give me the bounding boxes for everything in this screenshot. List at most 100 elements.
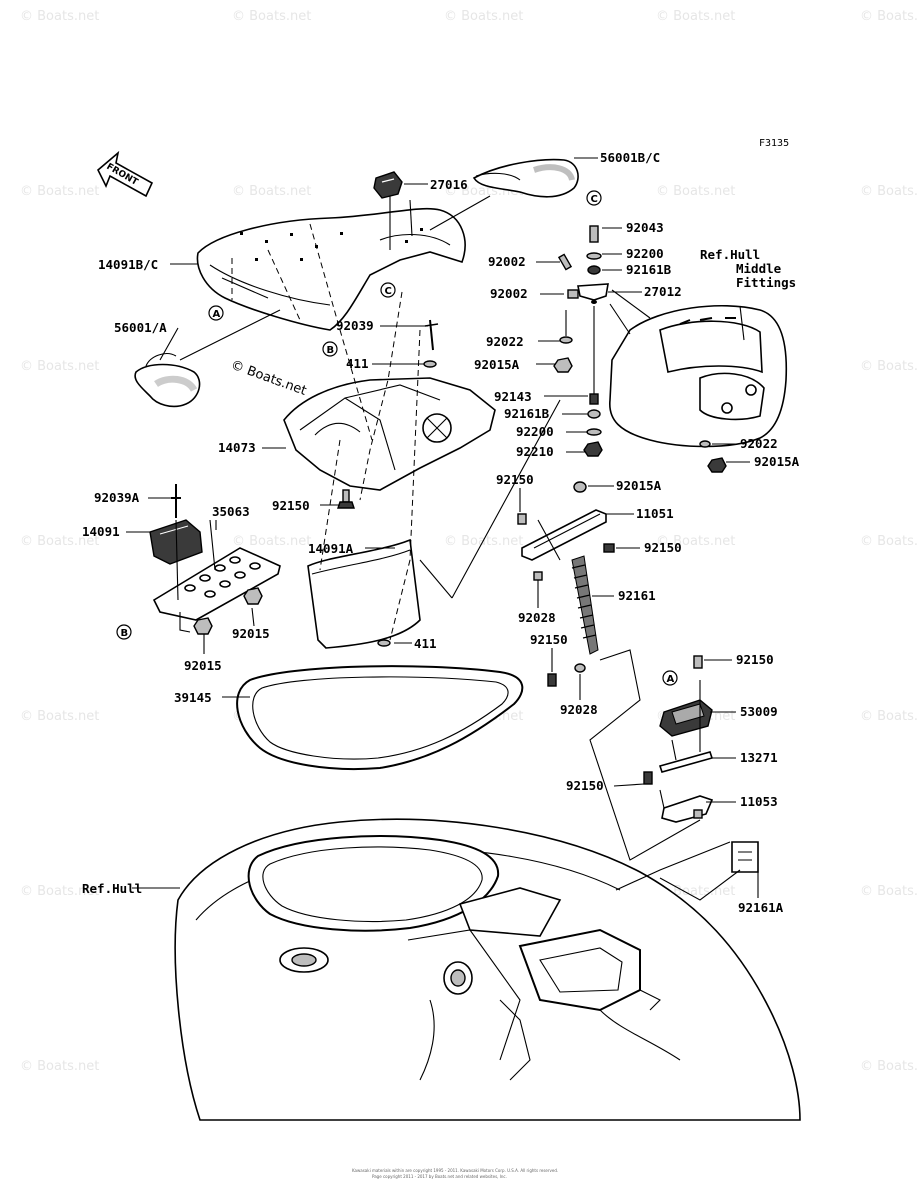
watermark: © Boats.net (232, 534, 311, 549)
footer-copyright: Kawasaki materials within are copyright … (352, 1168, 558, 1173)
watermark: © Boats.net (860, 359, 917, 374)
bolt-92150 (547, 663, 586, 687)
label-14073: 14073 (218, 440, 256, 455)
svg-text:C: C (385, 286, 392, 297)
label-14091bc: 14091B/C (98, 257, 158, 272)
center-watermark: © Boats.net (229, 358, 309, 399)
grip-56001a (134, 353, 201, 408)
figure-code: F3135 (759, 138, 789, 149)
bracket-11053 (661, 795, 714, 823)
label-56001a: 56001/A (114, 320, 167, 335)
label-92161: 92161 (618, 588, 656, 603)
label-92028: 92028 (518, 610, 556, 625)
label-35063: 35063 (212, 504, 250, 519)
label-27016: 27016 (430, 177, 468, 192)
label-ref-hull-middle: Middle (736, 261, 782, 276)
label-ref-hull: Ref.Hull (82, 881, 142, 896)
pin-92039a (171, 484, 181, 518)
front-arrow-icon: FRONT (97, 150, 154, 198)
grip-56001bc (472, 158, 579, 198)
label-92043: 92043 (626, 220, 664, 235)
watermark: © Boats.net (656, 9, 735, 24)
label-92039: 92039 (336, 318, 374, 333)
label-92161a: 92161A (738, 900, 784, 915)
watermark: © Boats.net (232, 9, 311, 24)
watermark: © Boats.net (444, 534, 523, 549)
label-92210: 92210 (516, 444, 554, 459)
watermark: © Boats.net (860, 534, 917, 549)
watermark: © Boats.net (860, 1059, 917, 1074)
washer-411 (423, 360, 437, 368)
label-92150: 92150 (496, 472, 534, 487)
label-53009: 53009 (740, 704, 778, 719)
pin-92039 (424, 319, 439, 351)
label-ref-hull-middle: Fittings (736, 275, 796, 290)
callout-c: C (586, 190, 602, 206)
footer-copyright: Page copyright 2011 - 2017 by Boats.net … (372, 1174, 507, 1179)
label-92150: 92150 (272, 498, 310, 513)
bolt-92150 (643, 771, 653, 785)
watermark: © Boats.net (444, 9, 523, 24)
label-92028: 92028 (560, 702, 598, 717)
label-92015: 92015 (232, 626, 270, 641)
label-92015a: 92015A (754, 454, 800, 469)
label-92022: 92022 (740, 436, 778, 451)
bracket-11051 (517, 481, 615, 581)
watermark: © Boats.net (656, 184, 735, 199)
watermark: © Boats.net (860, 9, 917, 24)
latch-53009 (659, 655, 713, 737)
label-92150: 92150 (736, 652, 774, 667)
label-92015a: 92015A (616, 478, 662, 493)
watermark: © Boats.net (20, 359, 99, 374)
label-92150: 92150 (566, 778, 604, 793)
label-92002: 92002 (488, 254, 526, 269)
watermark: © Boats.net (20, 884, 99, 899)
label-11053: 11053 (740, 794, 778, 809)
label-14091a: 14091A (308, 541, 354, 556)
callout-c: C (380, 282, 396, 298)
label-92022: 92022 (486, 334, 524, 349)
label-92143: 92143 (494, 389, 532, 404)
watermark: © Boats.net (20, 709, 99, 724)
nut-92015 (193, 587, 263, 635)
label-13271: 13271 (740, 750, 778, 765)
label-92150: 92150 (644, 540, 682, 555)
watermark: © Boats.net (860, 184, 917, 199)
svg-text:B: B (327, 345, 335, 356)
bolt-92150 (337, 489, 355, 509)
cover-14091a (307, 538, 421, 649)
label-92150: 92150 (530, 632, 568, 647)
svg-text:C: C (591, 194, 598, 205)
label-14091: 14091 (82, 524, 120, 539)
label-92039a: 92039A (94, 490, 140, 505)
callout-b: B (116, 624, 132, 640)
sticker-92161a (731, 841, 759, 873)
svg-text:B: B (121, 628, 129, 639)
watermark: © Boats.net (656, 534, 735, 549)
watermark: © Boats.net (20, 184, 99, 199)
label-92161b: 92161B (504, 406, 550, 421)
hardware-column (553, 225, 727, 473)
callout-a: A (662, 670, 678, 686)
seat-cover-14091bc (196, 207, 466, 331)
label-92002: 92002 (490, 286, 528, 301)
hull-middle-fittings (609, 305, 788, 448)
label-92200: 92200 (626, 246, 664, 261)
label-56001bc: 56001B/C (600, 150, 660, 165)
hull-body (174, 818, 801, 1121)
label-39145: 39145 (174, 690, 212, 705)
leader-lines (126, 157, 759, 898)
label-27012: 27012 (644, 284, 682, 299)
label-411: 411 (346, 356, 369, 371)
label-11051: 11051 (636, 506, 674, 521)
watermark: © Boats.net (20, 1059, 99, 1074)
callout-a: A (208, 305, 224, 321)
watermark: © Boats.net (232, 184, 311, 199)
seat-base-14073 (283, 377, 496, 491)
label-92015a: 92015A (474, 357, 520, 372)
spring-92161 (571, 555, 599, 655)
label-92015: 92015 (184, 658, 222, 673)
part-labels: 56001B/C 27016 14091B/C 56001/A 92039 41… (82, 150, 800, 915)
seal-39145 (236, 665, 524, 771)
